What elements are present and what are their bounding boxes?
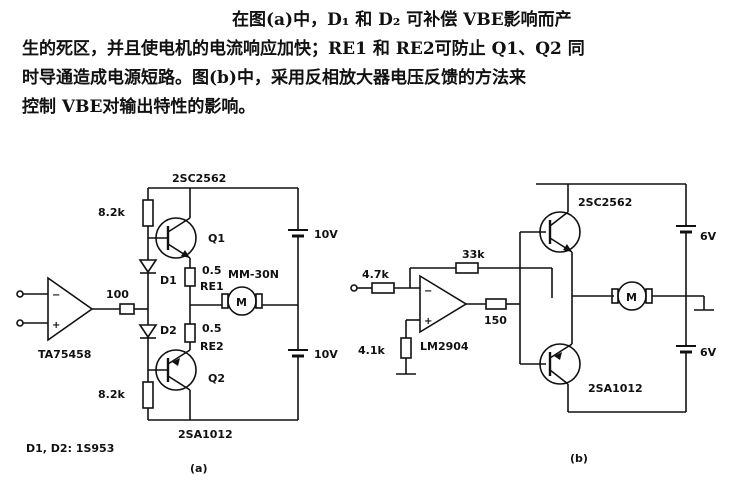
transistor-b-bottom [539, 343, 581, 385]
re2-label: RE2 [200, 340, 224, 353]
d1-label: D1 [160, 274, 177, 287]
resistor-re2 [184, 323, 196, 343]
d2-label: D2 [160, 324, 177, 337]
svg-text:−: − [52, 290, 60, 301]
re1-label: RE1 [200, 280, 224, 293]
motor-a-model: MM-30N [228, 268, 279, 281]
paragraph-line-2: 生的死区，并且使电机的电流响应加快；RE1 和 RE2可防止 Q1、Q2 同 [22, 39, 585, 59]
resistor-8k2-top-label: 8.2k [98, 206, 125, 219]
battery-a-top-label: 10V [314, 228, 338, 241]
input-terminal-2 [16, 319, 24, 327]
opamp-a-label: TA75458 [38, 348, 91, 361]
caption-a: (a) [190, 462, 207, 475]
resistor-re1 [184, 267, 196, 287]
battery-b-bottom-label: 6V [700, 346, 717, 359]
resistor-4k1 [400, 337, 412, 359]
description-paragraph: 在图(a)中，D₁ 和 D₂ 可补偿 VBE影响而产 生的死区，并且使电机的电流… [22, 6, 722, 122]
diode-d2 [138, 324, 158, 339]
resistor-4k1-label: 4.1k [358, 344, 385, 357]
qb-top-model-label: 2SC2562 [578, 196, 632, 209]
battery-b-top-label: 6V [700, 230, 717, 243]
qb-bottom-model-label: 2SA1012 [588, 382, 643, 395]
caption-b: (b) [570, 452, 588, 465]
paragraph-line-1: 在图(a)中，D₁ 和 D₂ 可补偿 VBE影响而产 [232, 10, 572, 30]
resistor-33k [455, 262, 479, 274]
diodes-note: D1, D2: 1S953 [26, 442, 114, 455]
svg-text:+: + [52, 320, 60, 331]
resistor-33k-label: 33k [462, 248, 485, 261]
q2-label: Q2 [208, 372, 225, 385]
q1-model-label: 2SC2562 [172, 172, 226, 185]
motor-b-symbol: M [626, 291, 637, 304]
resistor-100 [119, 303, 135, 315]
motor-a-symbol: M [236, 296, 247, 309]
resistor-4k7 [371, 282, 395, 294]
svg-text:−: − [424, 286, 432, 297]
resistor-100-label: 100 [106, 288, 129, 301]
opamp-b [419, 274, 468, 334]
transistor-b-top [539, 211, 581, 253]
input-terminal-b [350, 284, 358, 292]
resistor-150 [485, 298, 507, 310]
paragraph-line-4: 控制 VBE对输出特性的影响。 [22, 97, 256, 117]
re1-value: 0.5 [202, 264, 222, 277]
q2-model-label: 2SA1012 [178, 428, 233, 441]
svg-text:+: + [424, 316, 432, 327]
re2-value: 0.5 [202, 322, 222, 335]
resistor-8k2-bottom-label: 8.2k [98, 388, 125, 401]
q1-label: Q1 [208, 232, 225, 245]
resistor-150-label: 150 [484, 314, 507, 327]
circuit-b: 4.7k 33k − + LM2904 4.1k 150 2SC2562 [350, 183, 717, 465]
opamp-b-label: LM2904 [420, 340, 469, 353]
resistor-4k7-label: 4.7k [362, 268, 389, 281]
circuit-a: − + TA75458 100 2SC2562 8.2k D1 D2 8.2k … [16, 172, 338, 475]
paragraph-line-3: 时导通造成电源短路。图(b)中，采用反相放大器电压反馈的方法来 [22, 68, 526, 88]
diode-d1 [138, 259, 158, 274]
resistor-8k2-top [142, 199, 154, 227]
resistor-8k2-bottom [142, 381, 154, 409]
opamp-a [47, 276, 94, 342]
input-terminal-1 [16, 290, 24, 298]
battery-a-bottom-label: 10V [314, 348, 338, 361]
